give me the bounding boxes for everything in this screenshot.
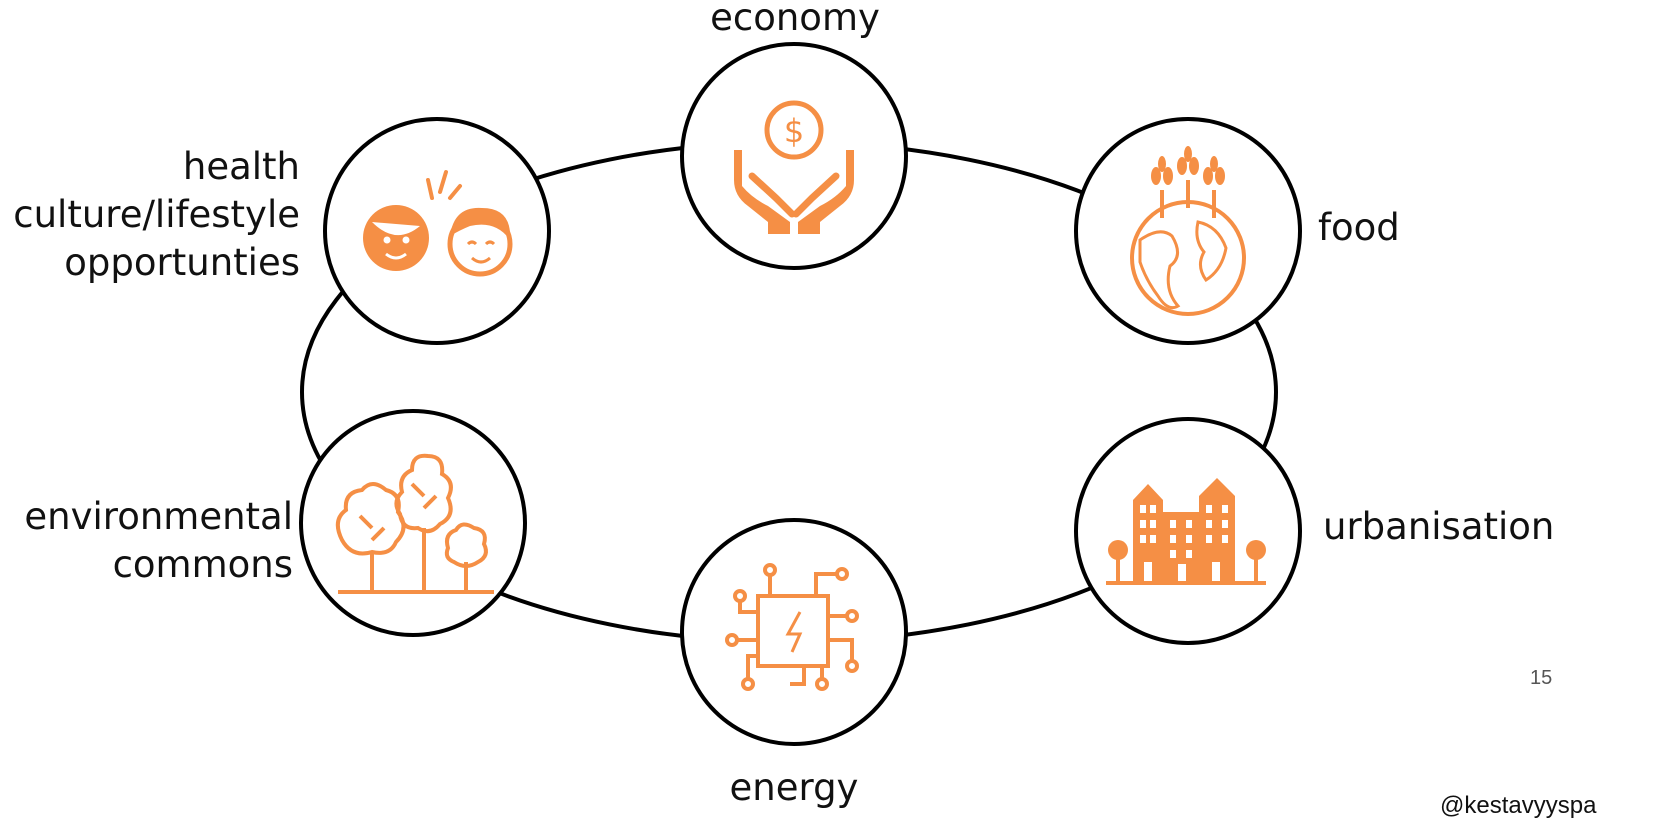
smiling-faces-icon [363,170,513,277]
health-label-line: health [182,145,300,188]
energy-node [680,518,908,746]
money-hands-icon: $ [734,100,854,234]
urbanisation-label: urbanisation [1323,503,1554,551]
commons-label-line: commons [112,543,293,587]
environmental-commons-label: environmental commons [24,493,293,589]
circuit-chip-icon [725,563,859,691]
health-node [323,117,551,345]
footer-handle: @kestavyyspa [1440,792,1597,819]
health-label: health culture/lifestyle opportunties [13,143,300,287]
urbanisation-node [1074,417,1302,645]
food-node [1074,117,1302,345]
economy-label: economy [690,0,900,42]
environmental-label-line: environmental [24,495,293,538]
city-buildings-icon [1106,478,1266,585]
economy-label-line: economy [710,0,880,39]
trees-icon [335,453,494,594]
culture-lifestyle-label-line: culture/lifestyle [13,193,300,237]
urbanisation-label-line: urbanisation [1323,505,1555,548]
globe-wheat-icon [1130,146,1246,316]
energy-label-line: energy [729,766,859,809]
opportunities-label-line: opportunties [64,241,300,285]
economy-node: $ [680,42,908,270]
page-number: 15 [1530,667,1553,689]
food-label-line: food [1318,206,1400,249]
svg-text:$: $ [784,112,804,150]
energy-label: energy [694,764,894,812]
food-label: food [1318,204,1400,252]
environmental-node [299,409,527,637]
